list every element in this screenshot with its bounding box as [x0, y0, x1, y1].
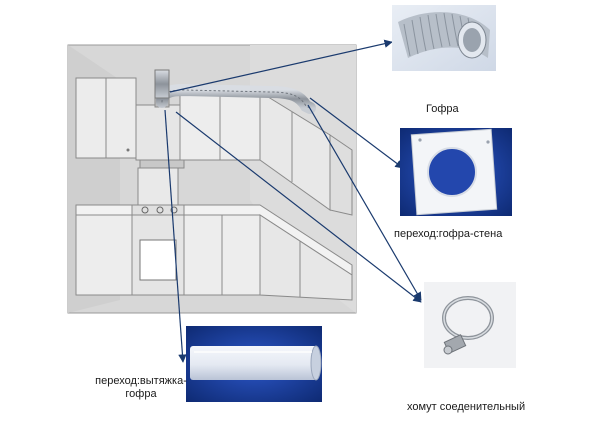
- hood-chimney: [154, 69, 170, 99]
- label-gofra: Гофра: [426, 103, 459, 115]
- kitchen-illustration: [67, 44, 357, 314]
- lower-cabinet-left: [75, 214, 133, 296]
- backsplash-panel: [137, 167, 179, 206]
- arrow-to-clamp-2: [175, 111, 422, 303]
- connector-arrows: [164, 39, 422, 363]
- arrow-to-clamp-1: [307, 104, 422, 301]
- wall-plate-photo: [400, 128, 512, 216]
- arrow-to-wall-plate: [309, 97, 404, 169]
- hose-clamp-photo: [424, 282, 516, 368]
- arrow-to-pipe: [164, 109, 187, 363]
- label-clamp: хомут соеденительный: [407, 401, 526, 413]
- label-hood-transition: переход:вытяжка-гофра: [95, 375, 187, 400]
- lower-cabinet-right: [259, 214, 353, 301]
- corrugated-duct-photo: [392, 5, 496, 71]
- label-wall-transition: переход:гофра-стена: [394, 228, 503, 240]
- arrow-to-gofra: [169, 39, 393, 93]
- round-pipe-photo: [186, 326, 322, 402]
